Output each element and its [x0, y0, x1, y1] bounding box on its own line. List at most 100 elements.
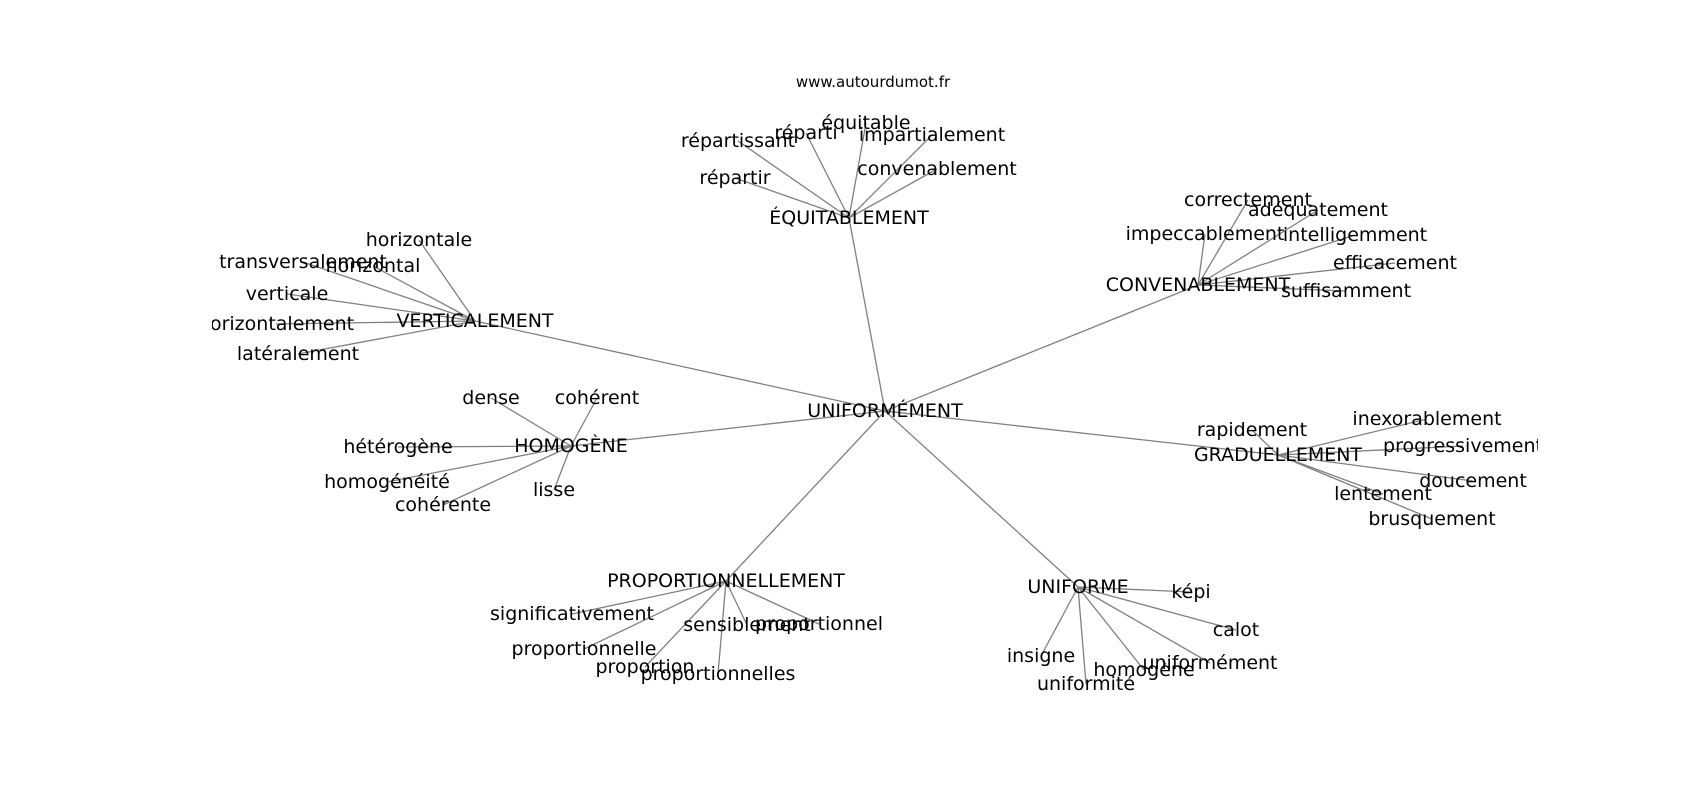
neighbor-word: képi [1171, 581, 1210, 603]
neighbor-word: proportionnelle [512, 638, 657, 660]
hub-word: GRADUELLEMENT [1194, 444, 1362, 466]
labels: UNIFORMÉMENTÉQUITABLEMENTrépartissantrép… [198, 112, 1543, 695]
edge-hub-to-word [1077, 586, 1145, 671]
edge-hub-to-word [734, 177, 850, 219]
neighbor-word: uniformité [1037, 673, 1135, 695]
neighbor-word: adéquatement [1248, 199, 1388, 221]
edge-hub-to-word [442, 445, 572, 506]
edge-hub-to-word [1040, 586, 1079, 657]
edge-hub-to-word [717, 580, 727, 675]
source-credit: www.autourdumot.fr [796, 73, 951, 91]
center-word: UNIFORMÉMENT [807, 399, 963, 422]
hub-word: HOMOGÈNE [514, 434, 628, 457]
neighbor-word: homogène [1093, 659, 1194, 681]
neighbor-word: horizontal [326, 255, 421, 277]
neighbor-word: cohérente [395, 494, 491, 516]
edge-hub-to-word [848, 168, 938, 219]
neighbor-word: intelligemment [1283, 224, 1427, 246]
neighbor-word: doucement [1419, 470, 1527, 492]
neighbor-word: verticale [246, 283, 329, 305]
neighbor-word: uniformément [1142, 652, 1277, 674]
edge-center-to-hub [570, 410, 886, 447]
edge-hub-to-word [1277, 454, 1433, 520]
edge-hub-to-word [1197, 209, 1319, 286]
neighbor-word: correctement [1184, 189, 1312, 211]
neighbor-word: suffisamment [1281, 280, 1411, 302]
edge-center-to-hub [884, 410, 1279, 456]
edge-center-to-hub [725, 410, 886, 582]
neighbor-word: impeccablement [1126, 223, 1285, 245]
edge-hub-to-word [583, 580, 727, 650]
edge-hub-to-word [397, 445, 572, 448]
hub-word: PROPORTIONNELLEMENT [607, 570, 845, 592]
neighbor-word: rapidement [1197, 419, 1307, 441]
edge-hub-to-word [570, 397, 598, 447]
neighbor-word: calot [1213, 619, 1259, 641]
edge-center-to-hub [848, 217, 886, 412]
neighbor-word: hétérogène [343, 436, 452, 458]
neighbor-word: lentement [1334, 483, 1432, 505]
neighbor-word: impartialement [859, 124, 1005, 146]
edge-hub-to-word [1197, 262, 1396, 286]
edge-hub-to-word [386, 445, 572, 483]
edge-hub-to-word [1277, 418, 1428, 456]
edges [275, 122, 1474, 685]
neighbor-word: proportionnel [755, 613, 883, 635]
neighbor-word: progressivement [1383, 435, 1543, 457]
edge-hub-to-word [737, 140, 850, 219]
neighbor-word: dense [462, 387, 519, 409]
edge-hub-to-word [1197, 233, 1206, 286]
edge-hub-to-word [1077, 586, 1192, 593]
edge-hub-to-word [553, 445, 572, 491]
neighbor-word: insigne [1007, 645, 1075, 667]
edge-hub-to-word [490, 397, 572, 447]
neighbor-word: horizontalement [198, 313, 354, 335]
neighbor-word: efficacement [1333, 252, 1457, 274]
edge-hub-to-word [644, 580, 727, 668]
neighbor-word: lisse [533, 479, 575, 501]
edge-hub-to-word [302, 261, 476, 322]
neighbor-word: horizontale [366, 229, 472, 251]
edge-hub-to-word [1077, 586, 1211, 664]
edge-hub-to-word [1197, 199, 1249, 286]
edge-hub-to-word [418, 239, 476, 322]
neighbor-word: transversalement [219, 251, 387, 273]
neighbor-word: sensiblement [683, 614, 811, 636]
edge-center-to-hub [474, 320, 886, 412]
edge-hub-to-word [275, 320, 476, 325]
hub-word: VERTICALEMENT [396, 310, 553, 332]
edge-hub-to-word [848, 122, 867, 219]
hub-word: CONVENABLEMENT [1106, 274, 1291, 296]
edge-hub-to-word [286, 293, 476, 322]
neighbor-word: brusquement [1368, 508, 1495, 530]
neighbor-word: proportion [596, 656, 695, 678]
edge-hub-to-word [297, 320, 476, 355]
neighbor-word: inexorablement [1352, 408, 1501, 430]
edge-hub-to-word [1277, 454, 1384, 495]
hub-word: UNIFORME [1027, 576, 1128, 598]
neighbor-word: convenablement [857, 158, 1016, 180]
edge-hub-to-word [1277, 454, 1474, 482]
neighbor-word: proportionnelles [641, 663, 796, 685]
neighbor-word: significativement [490, 603, 654, 625]
edge-hub-to-word [1077, 586, 1087, 685]
edge-center-to-hub [884, 410, 1079, 588]
hub-word: ÉQUITABLEMENT [769, 206, 929, 229]
edge-hub-to-word [1277, 445, 1464, 456]
edge-hub-to-word [571, 580, 727, 615]
neighbor-word: réparti [774, 122, 837, 144]
neighbor-word: répartissant [681, 130, 795, 152]
edge-hub-to-word [805, 132, 850, 219]
neighbor-word: homogénéité [324, 471, 450, 493]
edge-hub-to-word [725, 580, 820, 625]
edge-hub-to-word [848, 134, 933, 219]
neighbor-word: répartir [699, 167, 770, 189]
neighbor-word: équitable [821, 112, 910, 134]
edge-hub-to-word [372, 265, 476, 322]
edge-hub-to-word [725, 580, 748, 626]
edge-center-to-hub [884, 284, 1199, 412]
edge-hub-to-word [1077, 586, 1237, 631]
neighbor-word: cohérent [555, 387, 639, 409]
edge-hub-to-word [1197, 234, 1356, 286]
